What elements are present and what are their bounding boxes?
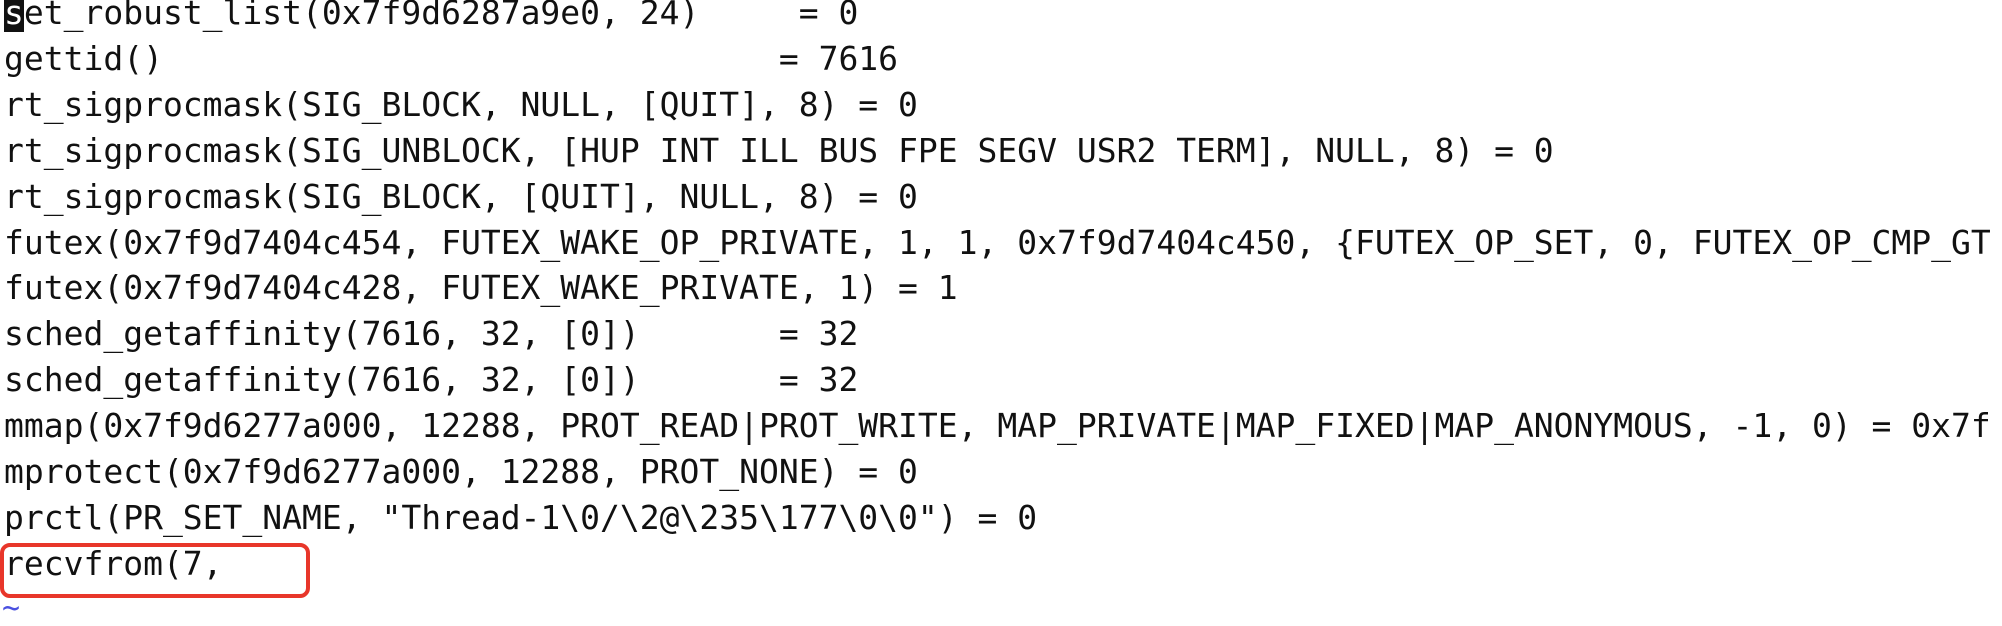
- terminal-line: sched_getaffinity(7616, 32, [0]) = 32: [4, 314, 859, 354]
- terminal-line: rt_sigprocmask(SIG_UNBLOCK, [HUP INT ILL…: [4, 130, 1554, 170]
- text-cursor: s: [4, 0, 24, 32]
- terminal-line: prctl(PR_SET_NAME, "Thread-1\0/\2@\235\1…: [4, 497, 1038, 537]
- terminal-line-text: et_robust_list(0x7f9d6287a9e0, 24) = 0: [23, 0, 859, 32]
- terminal-line: set_robust_list(0x7f9d6287a9e0, 24) = 0: [4, 0, 858, 36]
- terminal-line: rt_sigprocmask(SIG_BLOCK, [QUIT], NULL, …: [4, 176, 918, 216]
- empty-line-marker: ~: [2, 590, 21, 626]
- terminal-line: mmap(0x7f9d6277a000, 12288, PROT_READ|PR…: [4, 406, 1991, 446]
- highlight-box: [0, 542, 310, 598]
- terminal-line: rt_sigprocmask(SIG_BLOCK, NULL, [QUIT], …: [4, 84, 918, 124]
- terminal-line: futex(0x7f9d7404c428, FUTEX_WAKE_PRIVATE…: [4, 268, 958, 308]
- terminal-line: recvfrom(7,: [4, 543, 223, 583]
- terminal-line: mprotect(0x7f9d6277a000, 12288, PROT_NON…: [4, 452, 918, 491]
- terminal-line: gettid() = 7616: [4, 38, 899, 78]
- terminal-line: sched_getaffinity(7616, 32, [0]) = 32: [4, 360, 859, 400]
- terminal-line: futex(0x7f9d7404c454, FUTEX_WAKE_OP_PRIV…: [4, 222, 1991, 262]
